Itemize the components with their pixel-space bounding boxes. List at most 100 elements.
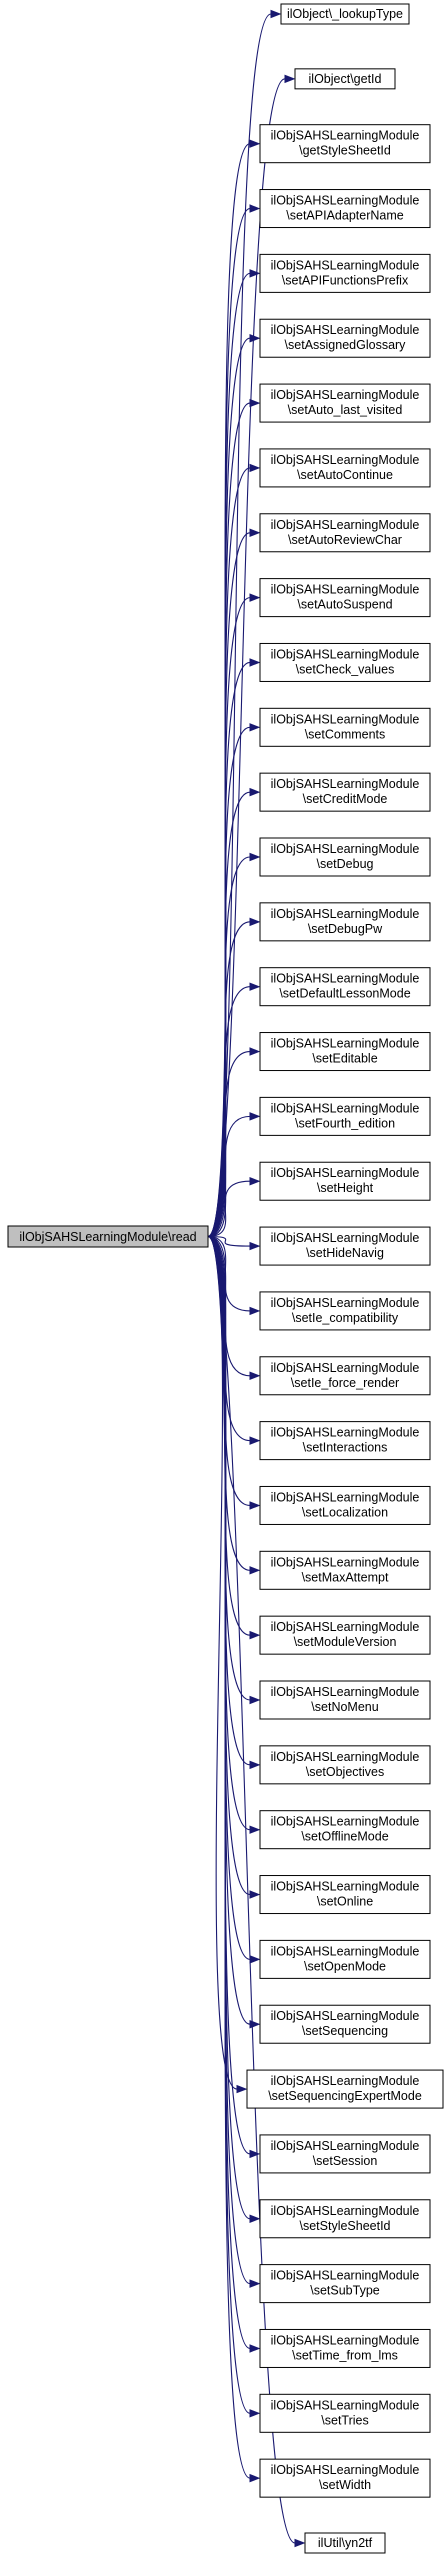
callee-node-box xyxy=(259,772,431,812)
callee-node-label: \getStyleSheetId xyxy=(299,144,391,158)
arrowhead xyxy=(249,1760,261,1770)
arrowhead xyxy=(249,2279,261,2288)
call-edge xyxy=(207,1235,251,1507)
arrowhead xyxy=(249,1112,261,1121)
callee-node-label: ilObjSAHSLearningModule xyxy=(271,647,420,661)
callee-node-box xyxy=(259,2004,431,2044)
callee-node: ilObjSAHSLearningModule\setHeight xyxy=(259,1161,431,1201)
callee-node-label: \setNoMenu xyxy=(311,1700,378,1714)
callee-node-box xyxy=(259,1032,431,1072)
callee-node-label: ilObjSAHSLearningModule xyxy=(271,518,420,532)
callee-node-box xyxy=(294,68,396,90)
callee-node-label: ilObjSAHSLearningModule xyxy=(271,2009,420,2023)
arrowhead xyxy=(249,1566,261,1575)
arrowhead xyxy=(284,74,296,84)
edges xyxy=(207,9,306,2548)
callee-node-label: \setAutoContinue xyxy=(297,468,393,482)
arrowhead xyxy=(249,1501,261,1510)
callee-node-label: \setInteractions xyxy=(303,1441,388,1455)
callee-node-label: ilObjSAHSLearningModule xyxy=(271,129,420,143)
callee-node-label: ilObjSAHSLearningModule xyxy=(271,2269,420,2283)
arrowhead xyxy=(249,1630,261,1640)
root-node-box xyxy=(7,1225,209,1248)
callee-node-label: ilObjSAHSLearningModule xyxy=(271,777,420,791)
callee-node: ilObjSAHSLearningModule\setWidth xyxy=(259,2458,431,2498)
callee-node-label: \setAPIFunctionsPrefix xyxy=(282,273,409,287)
callee-node-box xyxy=(259,837,431,877)
callee-node-label: ilObjSAHSLearningModule xyxy=(271,972,420,986)
callee-node-box xyxy=(259,2134,431,2174)
callee-node-label: ilObjSAHSLearningModule xyxy=(271,2204,420,2218)
callee-node-label: \setAssignedGlossary xyxy=(285,338,407,352)
callee-node-label: ilObjSAHSLearningModule xyxy=(271,453,420,467)
callee-node-box xyxy=(259,1550,431,1590)
callee-node: ilObjSAHSLearningModule\setLocalization xyxy=(259,1485,431,1525)
arrowhead xyxy=(249,1306,261,1316)
callee-node: ilObjSAHSLearningModule\setComments xyxy=(259,707,431,747)
callee-node-label: \setTries xyxy=(321,2413,368,2427)
callee-node: ilObjSAHSLearningModule\setDefaultLesson… xyxy=(259,967,431,1007)
callee-node: ilObjSAHSLearningModule\setFourth_editio… xyxy=(259,1096,431,1136)
callee-node: ilObjSAHSLearningModule\setStyleSheetId xyxy=(259,2199,431,2239)
callee-node-label: ilObjSAHSLearningModule xyxy=(271,1101,420,1115)
callee-node: ilObjSAHSLearningModule\setAPIAdapterNam… xyxy=(259,189,431,229)
arrowhead xyxy=(249,1825,261,1834)
callee-node: ilObjSAHSLearningModule\setSequencingExp… xyxy=(246,2069,444,2109)
callee-node: ilObjSAHSLearningModule\setEditable xyxy=(259,1032,431,1072)
arrowhead xyxy=(249,658,261,667)
callee-node: ilObjSAHSLearningModule\setObjectives xyxy=(259,1745,431,1785)
callee-node-label: \setEditable xyxy=(312,1052,377,1066)
callee-node-label: \setCheck_values xyxy=(296,662,395,676)
callee-node: ilObjSAHSLearningModule\setHideNavig xyxy=(259,1226,431,1266)
callee-node-box xyxy=(259,1875,431,1915)
callee-node-box xyxy=(259,1939,431,1979)
callee-node: ilObjSAHSLearningModule\setCheck_values xyxy=(259,642,431,682)
callee-node: ilObjSAHSLearningModule\setSubType xyxy=(259,2264,431,2304)
callee-node-box xyxy=(304,2532,386,2554)
call-edge xyxy=(207,272,251,1238)
arrowhead xyxy=(270,9,282,19)
callee-node-box xyxy=(259,1421,431,1461)
callee-node-box xyxy=(259,1810,431,1850)
callee-node-label: \setSequencing xyxy=(302,2024,388,2038)
call-edge xyxy=(207,1115,251,1238)
callee-node-box xyxy=(259,1485,431,1525)
callee-node-label: ilObjSAHSLearningModule xyxy=(271,1296,420,1310)
callee-node-label: ilObject\_lookupType xyxy=(287,7,403,21)
callee-node-box xyxy=(259,2393,431,2433)
arrowhead xyxy=(249,2409,261,2418)
callee-node: ilObjSAHSLearningModule\setCreditMode xyxy=(259,772,431,812)
callee-node-label: ilObjSAHSLearningModule xyxy=(271,388,420,402)
arrowhead xyxy=(249,982,261,991)
callee-node-box xyxy=(259,707,431,747)
callee-node-box xyxy=(259,318,431,358)
callee-node-label: \setObjectives xyxy=(306,1765,385,1779)
call-edge xyxy=(207,1235,251,2479)
callee-node: ilObjSAHSLearningModule\setAPIFunctionsP… xyxy=(259,253,431,293)
callee-node: ilObjSAHSLearningModule\setAutoReviewCha… xyxy=(259,513,431,553)
call-edge xyxy=(207,661,251,1238)
arrowhead xyxy=(249,1241,261,1251)
callee-node-label: ilObjSAHSLearningModule xyxy=(271,2139,420,2153)
callee-node-box xyxy=(259,124,431,164)
arrowhead xyxy=(249,333,261,343)
callee-node-box xyxy=(259,383,431,423)
arrowhead xyxy=(249,2473,261,2483)
callee-node: ilObjSAHSLearningModule\setSequencing xyxy=(259,2004,431,2044)
callee-node-label: ilUtil\yn2tf xyxy=(318,2536,373,2550)
callee-node-label: \setOpenMode xyxy=(304,1959,386,1973)
callee-node: ilObjSAHSLearningModule\setTries xyxy=(259,2393,431,2433)
callee-node-label: \setStyleSheetId xyxy=(299,2219,390,2233)
callee-node-label: ilObjSAHSLearningModule xyxy=(271,1555,420,1569)
callee-node-box xyxy=(259,1680,431,1720)
callee-node-label: \setLocalization xyxy=(302,1505,388,1519)
callee-node-box xyxy=(259,1161,431,1201)
callee-node: ilObjSAHSLearningModule\setMaxAttempt xyxy=(259,1550,431,1590)
callee-node: ilObjSAHSLearningModule\setIe_force_rend… xyxy=(259,1356,431,1396)
callee-node-label: ilObjSAHSLearningModule xyxy=(271,1685,420,1699)
callee-node-label: \setAutoReviewChar xyxy=(288,533,402,547)
callee-node-label: ilObjSAHSLearningModule xyxy=(271,2074,420,2088)
callee-node-label: ilObjSAHSLearningModule xyxy=(271,1166,420,1180)
callee-node: ilObjSAHSLearningModule\setOpenMode xyxy=(259,1939,431,1979)
callee-node-label: ilObjSAHSLearningModule xyxy=(271,583,420,597)
